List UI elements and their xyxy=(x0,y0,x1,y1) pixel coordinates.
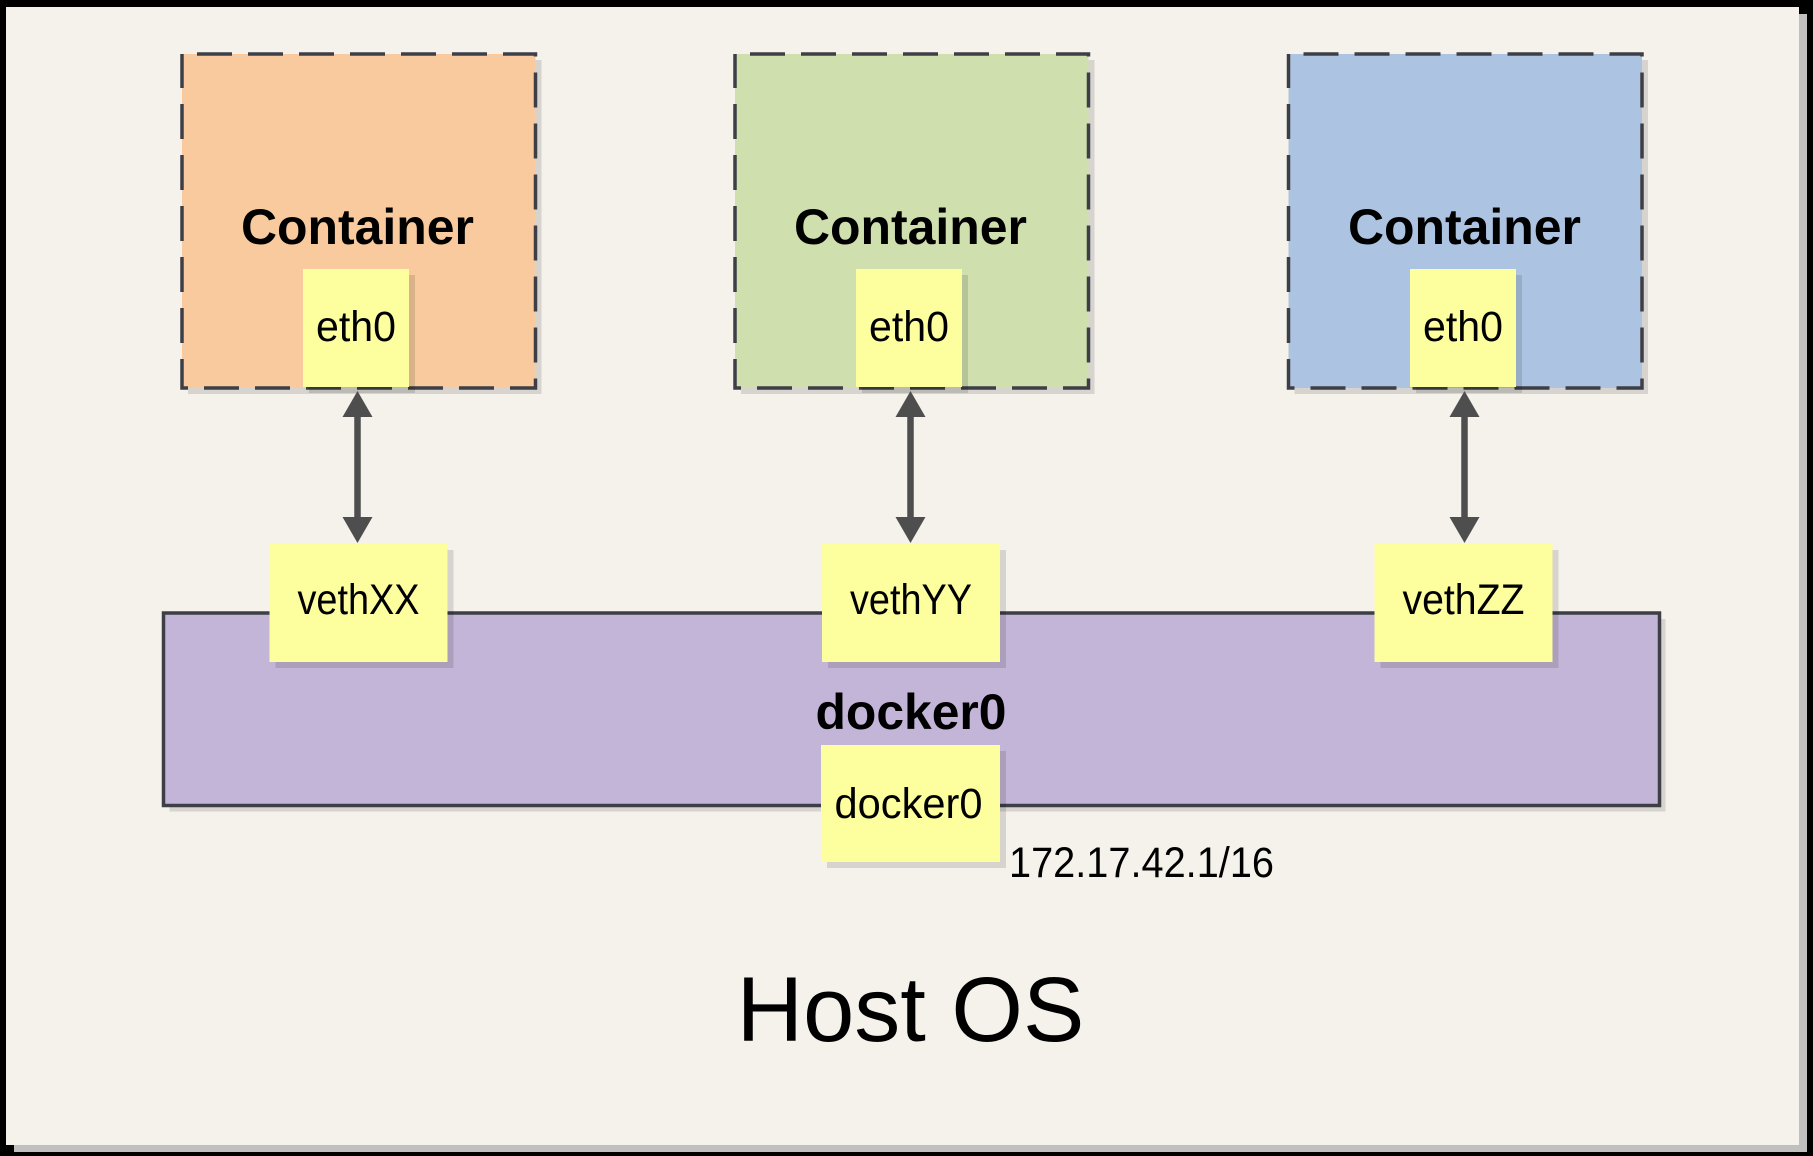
svg-text:vethYY: vethYY xyxy=(850,576,972,624)
svg-text:vethXX: vethXX xyxy=(298,576,420,624)
svg-text:eth0: eth0 xyxy=(1423,303,1503,351)
svg-text:vethZZ: vethZZ xyxy=(1403,576,1525,624)
svg-text:172.17.42.1/16: 172.17.42.1/16 xyxy=(1009,839,1274,887)
svg-text:eth0: eth0 xyxy=(869,303,949,351)
svg-text:Container: Container xyxy=(1348,199,1581,255)
svg-text:Host OS: Host OS xyxy=(737,959,1085,1061)
svg-text:Container: Container xyxy=(241,199,474,255)
svg-text:docker0: docker0 xyxy=(835,780,983,828)
svg-text:Container: Container xyxy=(794,199,1027,255)
svg-text:docker0: docker0 xyxy=(816,684,1007,740)
svg-text:eth0: eth0 xyxy=(316,303,396,351)
